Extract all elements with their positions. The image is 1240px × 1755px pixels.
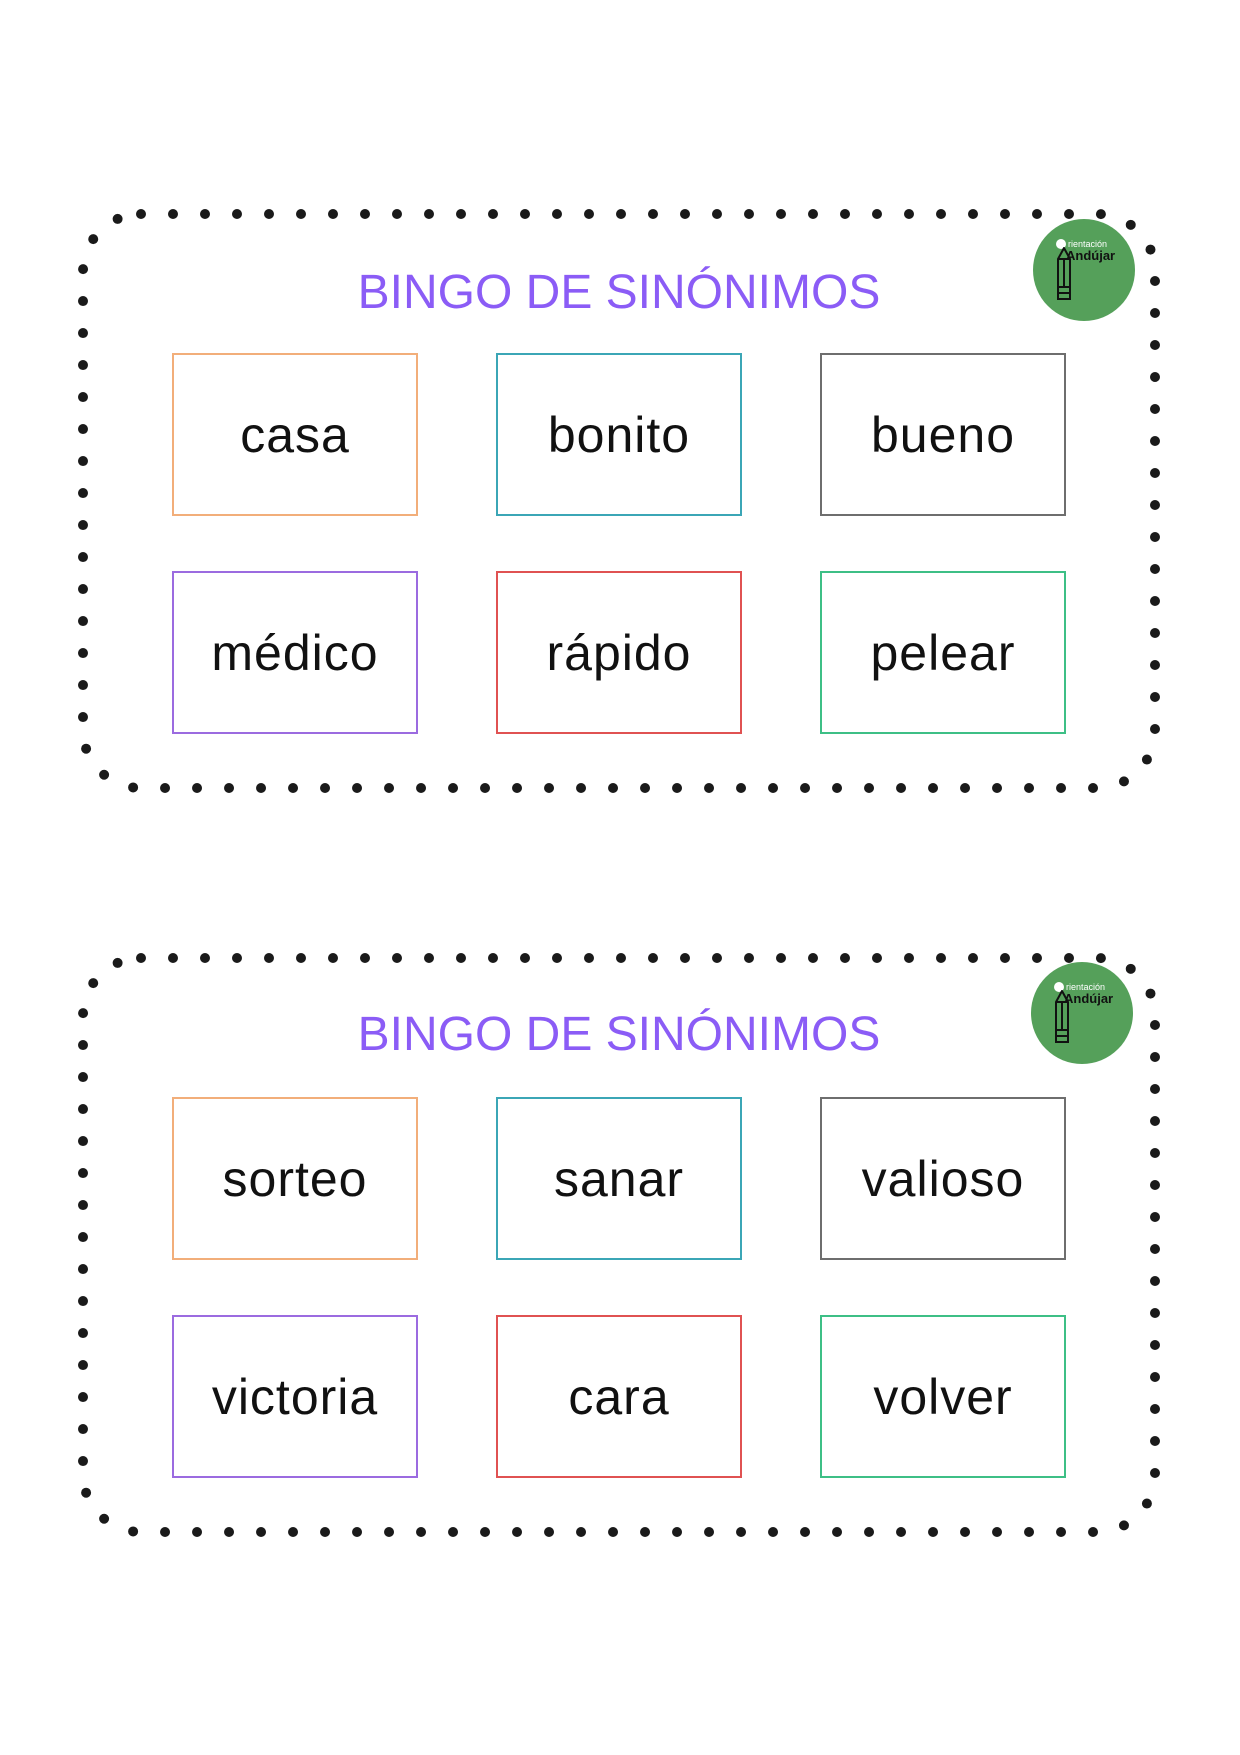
word-text: bueno — [870, 406, 1016, 463]
word-text: volver — [873, 1368, 1013, 1425]
word-text: médico — [211, 624, 379, 681]
word-text: pelear — [870, 624, 1016, 681]
word-card: sanar — [496, 1097, 742, 1260]
logo: rientación Andújar — [1031, 962, 1133, 1064]
word-text: bonito — [547, 406, 691, 463]
logo-o-dot — [1056, 239, 1066, 249]
logo-o-dot — [1054, 982, 1064, 992]
pencil-icon — [1057, 247, 1071, 300]
logo-line1: rientación — [1068, 239, 1108, 249]
card-title: BINGO DE SINÓNIMOS — [357, 266, 881, 319]
word-card: cara — [496, 1315, 742, 1478]
word-text: rápido — [546, 624, 692, 681]
word-card: victoria — [172, 1315, 418, 1478]
word-card: sorteo — [172, 1097, 418, 1260]
word-card: médico — [172, 571, 418, 734]
logo-line2: Andújar — [1064, 991, 1114, 1006]
word-text: victoria — [211, 1368, 379, 1425]
dotted-border — [78, 953, 1160, 1537]
word-card: pelear — [820, 571, 1066, 734]
logo-line1: rientación — [1066, 982, 1106, 992]
dotted-border — [78, 209, 1160, 793]
word-text: valioso — [861, 1150, 1025, 1207]
pencil-icon — [1055, 990, 1069, 1043]
word-card: volver — [820, 1315, 1066, 1478]
word-text: cara — [568, 1368, 670, 1425]
word-text: sanar — [553, 1150, 685, 1207]
word-card: bonito — [496, 353, 742, 516]
bingo-card-1: BINGO DE SINÓNIMOS rientación Andújar ca… — [76, 207, 1162, 795]
word-text: casa — [240, 406, 350, 463]
word-card: rápido — [496, 571, 742, 734]
word-text: sorteo — [222, 1150, 368, 1207]
logo: rientación Andújar — [1033, 219, 1135, 321]
logo-line2: Andújar — [1066, 248, 1116, 263]
card-title: BINGO DE SINÓNIMOS — [357, 1008, 881, 1061]
bingo-card-2: BINGO DE SINÓNIMOS rientación Andújar so… — [76, 951, 1162, 1539]
word-card: casa — [172, 353, 418, 516]
word-card: bueno — [820, 353, 1066, 516]
word-card: valioso — [820, 1097, 1066, 1260]
